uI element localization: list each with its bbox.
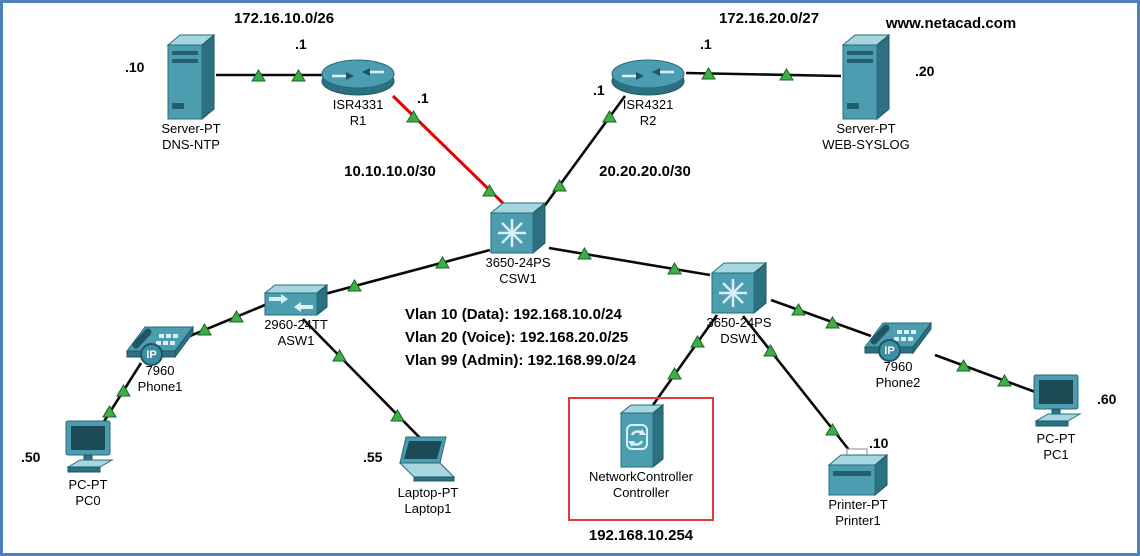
vlan-20-line: Vlan 20 (Voice): 192.168.20.0/25 [405,329,629,346]
ip-label-r1-wan: .1 [417,90,429,106]
device-asw1[interactable]: 2960-24TT ASW1 [236,283,356,349]
device-name-label: R2 [639,113,657,128]
note-wan-left: 10.10.10.0/30 [344,163,436,180]
note-network-right: 172.16.20.0/27 [718,10,820,27]
device-model-label: 3650-24PS [485,255,551,270]
device-laptop1[interactable]: Laptop-PT Laptop1 [368,435,488,517]
device-model-label: PC-PT [68,477,108,492]
router-icon [611,59,685,96]
device-name-label: WEB-SYSLOG [822,137,910,152]
ip-label-printer1: .10 [869,435,889,451]
ip-label-web: .20 [915,63,935,79]
link-up-triangle [825,423,840,436]
link-asw1-phone1[interactable] [184,303,266,340]
ip-label-r2-wan: .1 [593,82,605,98]
link-up-triangle [956,359,971,372]
note-wan-right: 20.20.20.0/30 [599,163,691,180]
link-csw1-asw1[interactable] [320,248,491,297]
device-name-label: PC1 [1043,447,1069,462]
router-icon [321,59,395,96]
link-phone2-pc1[interactable] [934,353,1039,395]
vlan-10-line: Vlan 10 (Data): 192.168.10.0/24 [405,306,622,323]
device-web-syslog[interactable]: Server-PT WEB-SYSLOG [808,33,924,153]
link-phone1-pc0[interactable] [96,362,143,432]
device-name-label: Controller [612,485,670,500]
ip-phone-badge: IP [140,343,163,366]
device-pc0[interactable]: PC-PT PC0 [33,419,143,509]
pc-icon [65,420,114,473]
link-dsw1-phone2[interactable] [770,298,872,338]
device-phone2[interactable]: IP 7960 Phone2 [838,315,958,391]
device-model-label: Printer-PT [828,497,888,512]
ip-label-laptop1: .55 [363,449,383,465]
multilayer-switch-icon [710,261,768,315]
device-model-label: Server-PT [836,121,896,136]
pc-icon [1033,374,1082,427]
device-model-label: 3650-24PS [706,315,772,330]
ip-label-dns: .10 [125,59,145,75]
laptop-icon [398,436,456,482]
device-model-label: NetworkController [588,469,694,484]
link-csw1-dsw1[interactable] [548,246,711,277]
vlan-99-line: Vlan 99 (Admin): 192.168.99.0/24 [405,352,636,369]
device-model-label: ISR4321 [622,97,674,112]
device-name-label: PC0 [75,493,101,508]
note-controller-ip: 192.168.10.254 [588,527,694,544]
device-name-label: Phone2 [875,375,921,390]
ip-label-r1-lan: .1 [295,36,307,52]
links-layer [96,67,1039,456]
ip-label-r2-lan: .1 [700,36,712,52]
device-name-label: CSW1 [499,271,537,286]
link-up-triangle [552,179,567,192]
server-icon [166,33,216,121]
device-phone1[interactable]: IP 7960 Phone1 [100,319,220,395]
device-model-label: ISR4331 [332,97,384,112]
device-name-label: ASW1 [277,333,315,348]
device-name-label: Printer1 [835,513,881,528]
switch-icon [263,283,329,317]
note-network-left: 172.16.10.0/26 [233,10,335,27]
network-controller-icon [619,403,665,469]
device-controller[interactable]: NetworkController Controller [578,403,704,501]
device-model-label: 7960 [145,363,175,378]
device-dns-ntp[interactable]: Server-PT DNS-NTP [133,33,249,153]
device-name-label: R1 [349,113,367,128]
ip-label-pc1: .60 [1097,391,1117,407]
ip-label-pc0: .50 [21,449,41,465]
multilayer-switch-icon [489,201,547,255]
device-model-label: 2960-24TT [264,317,328,332]
device-printer1[interactable]: Printer-PT Printer1 [798,447,918,529]
printer-icon [827,448,889,497]
link-dsw1-controller[interactable] [651,314,719,406]
controller-highlight-box [568,397,714,521]
ip-phone-badge: IP [878,339,901,362]
vlan-annotation: Vlan 10 (Data): 192.168.10.0/24 Vlan 20 … [405,303,636,372]
device-model-label: PC-PT [1036,431,1076,446]
device-model-label: 7960 [883,359,913,374]
device-name-label: Phone1 [137,379,183,394]
device-r2[interactable]: ISR4321 R2 [588,55,708,129]
device-r1[interactable]: ISR4331 R1 [298,55,418,129]
device-name-label: DNS-NTP [162,137,220,152]
device-name-label: Laptop1 [404,501,452,516]
device-name-label: DSW1 [720,331,758,346]
device-pc1[interactable]: PC-PT PC1 [1001,373,1111,463]
server-icon [841,33,891,121]
device-csw1[interactable]: 3650-24PS CSW1 [458,199,578,287]
device-model-label: Laptop-PT [397,485,459,500]
device-dsw1[interactable]: 3650-24PS DSW1 [679,259,799,347]
note-web-url: www.netacad.com [885,15,1017,32]
link-asw1-laptop1[interactable] [302,318,426,444]
device-model-label: Server-PT [161,121,221,136]
